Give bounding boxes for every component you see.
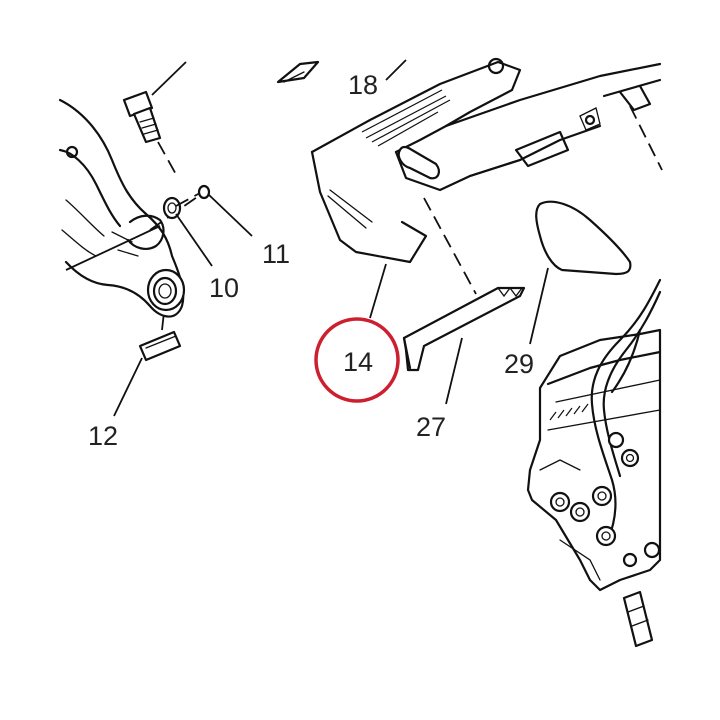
leader-18 — [385, 59, 407, 81]
leader-27 — [445, 337, 463, 405]
leader-14 — [369, 263, 387, 319]
frame-bracket-part — [276, 57, 663, 319]
leader-11 — [207, 193, 253, 237]
highlight-circle — [314, 317, 400, 403]
pin-part — [138, 311, 182, 362]
strip-part-27 — [402, 286, 526, 405]
callout-10: 10 — [209, 273, 239, 303]
leader-29 — [529, 267, 549, 345]
leader-10 — [175, 213, 213, 267]
plate-part-29 — [529, 200, 632, 345]
bolt-part — [122, 61, 187, 179]
callout-11: 11 — [262, 239, 290, 269]
callout-27: 27 — [416, 412, 446, 442]
swingarm-part — [58, 98, 201, 318]
engine-part — [526, 278, 662, 648]
callout-12: 12 — [88, 421, 118, 451]
snap-ring-part — [175, 184, 211, 207]
washer-part — [162, 196, 182, 220]
callout-14: 14 — [343, 347, 373, 377]
callout-29: 29 — [504, 349, 534, 379]
callout-18: 18 — [348, 70, 378, 100]
leader-12 — [113, 357, 143, 417]
